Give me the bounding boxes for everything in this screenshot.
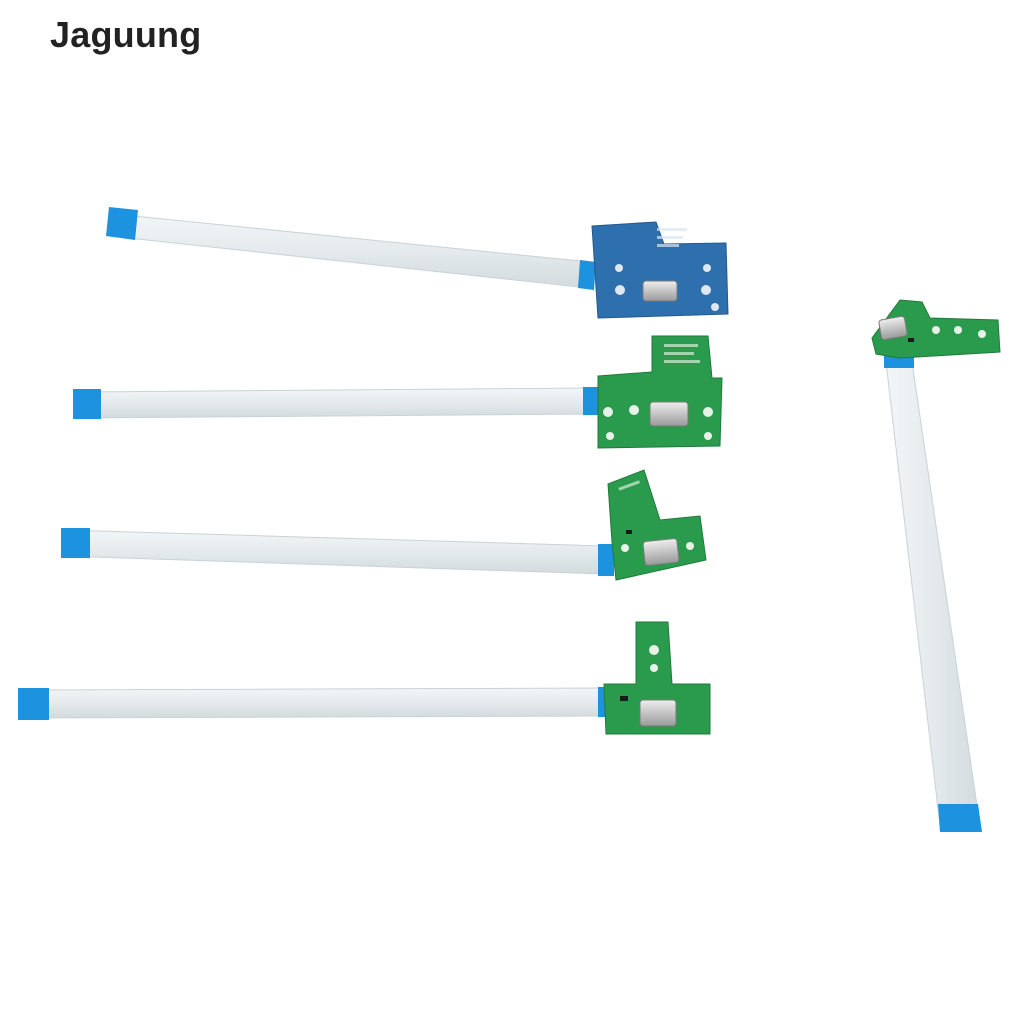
connector-tab: [598, 544, 614, 576]
silkscreen-marking: [664, 352, 694, 355]
charging-board-item-3: [61, 469, 707, 581]
usb-port: [642, 538, 680, 566]
ribbon-cable: [885, 361, 981, 827]
connector-tab: [583, 387, 598, 415]
charging-board-item-1: [106, 207, 729, 319]
silkscreen-marking: [657, 244, 679, 247]
mount-hole: [603, 407, 613, 417]
mount-hole: [711, 303, 719, 311]
mount-hole: [615, 264, 623, 272]
connector-tab: [884, 356, 914, 368]
connector-tab: [18, 688, 49, 720]
connector-tab: [938, 804, 982, 832]
connector-tab: [578, 260, 596, 290]
smd-component: [626, 530, 632, 534]
charging-board-item-5: [871, 299, 1001, 832]
silkscreen-marking: [618, 480, 641, 491]
mount-hole: [649, 645, 659, 655]
mount-hole: [704, 432, 712, 440]
mount-hole: [932, 326, 940, 334]
usb-port: [878, 315, 908, 341]
pcb-board: [603, 621, 711, 735]
silkscreen-marking: [657, 228, 687, 231]
usb-port: [642, 280, 678, 302]
pcb-board: [591, 221, 729, 319]
usb-port: [639, 699, 677, 727]
charging-board-item-2: [73, 335, 723, 449]
mount-hole: [621, 544, 629, 552]
ribbon-cable: [63, 529, 605, 575]
silkscreen-marking: [664, 360, 700, 363]
smd-component: [620, 696, 628, 701]
connector-tab: [106, 207, 138, 240]
ribbon-cable: [23, 687, 607, 719]
mount-hole: [703, 407, 713, 417]
mount-hole: [629, 405, 639, 415]
mount-hole: [978, 330, 986, 338]
pcb-board: [607, 469, 707, 581]
smd-component: [908, 338, 914, 342]
silkscreen-marking: [657, 236, 683, 239]
mount-hole: [650, 664, 658, 672]
mount-hole: [954, 326, 962, 334]
mount-hole: [615, 285, 625, 295]
connector-tab: [73, 389, 101, 419]
silkscreen-marking: [664, 344, 698, 347]
pcb-board: [597, 335, 723, 449]
ribbon-cable: [77, 387, 597, 419]
mount-hole: [701, 285, 711, 295]
usb-port: [649, 401, 689, 427]
mount-hole: [703, 264, 711, 272]
charging-board-item-4: [18, 621, 711, 735]
mount-hole: [686, 542, 694, 550]
brand-logo-text: Jaguung: [50, 14, 202, 55]
ribbon-cable: [109, 213, 591, 289]
connector-tab: [61, 528, 90, 558]
mount-hole: [606, 432, 614, 440]
